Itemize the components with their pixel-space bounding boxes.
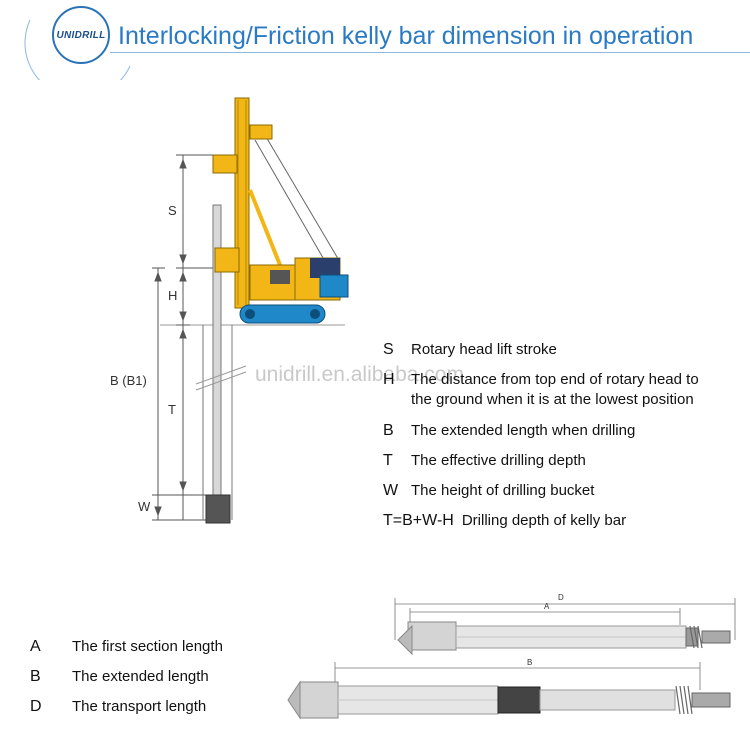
legend-text: The extended length when drilling: [411, 422, 636, 439]
rig-crawler: [239, 304, 326, 324]
unidrill-logo: UNIDRILL: [52, 6, 110, 64]
rig-body: [249, 257, 349, 301]
rig-dimension-lines: [152, 154, 230, 521]
legend-text: The height of drilling bucket: [411, 482, 595, 499]
legend-key: T: [383, 452, 393, 469]
upper-bar-dimensions: [394, 598, 736, 640]
watermark: unidrill.en.alibaba.com: [255, 363, 464, 386]
legend-key: W: [383, 482, 399, 499]
legend-key: S: [383, 341, 394, 358]
upper-kelly-bar: [397, 621, 731, 656]
legend-key: B: [383, 422, 394, 439]
dim-label-t: T: [168, 402, 176, 417]
lower-kelly-bar: [287, 680, 731, 720]
kelly-bar-underground: [195, 204, 247, 524]
kelly-legend-key: A: [30, 638, 41, 655]
logo-text: UNIDRILL: [56, 29, 106, 41]
kelly-legend-item-d: D The transport length: [30, 698, 206, 716]
kelly-dim-label-b: B: [527, 658, 533, 667]
legend-item-t: T The effective drilling depth: [383, 451, 586, 471]
dim-label-s: S: [168, 203, 177, 218]
legend-item-formula: T=B+W-H Drilling depth of kelly bar: [383, 511, 626, 531]
kelly-legend-text: The first section length: [72, 638, 223, 655]
kelly-legend-item-b: B The extended length: [30, 668, 209, 686]
page-header: UNIDRILL Interlocking/Friction kelly bar…: [0, 0, 750, 80]
legend-text: Drilling depth of kelly bar: [461, 512, 627, 529]
dim-label-b: B (B1): [110, 373, 147, 388]
header-decoration: [24, 19, 131, 80]
dim-label-h: H: [168, 288, 178, 303]
kelly-legend-key: B: [30, 668, 41, 685]
kelly-dim-label-a: A: [544, 602, 550, 611]
header-underline: [110, 52, 750, 53]
kelly-legend-text: The transport length: [72, 698, 207, 715]
legend-text-line2: the ground when it is at the lowest posi…: [411, 391, 694, 408]
legend-text: Rotary head lift stroke: [411, 341, 557, 358]
legend-item-s: S Rotary head lift stroke: [383, 340, 557, 360]
kelly-dim-label-d: D: [558, 593, 564, 602]
legend-key: H: [383, 371, 395, 388]
legend-key: T=B+W-H: [383, 512, 454, 529]
legend-text-block: The distance from top end of rotary head…: [411, 370, 699, 410]
kelly-legend-key: D: [30, 698, 42, 715]
rig-mast: [212, 97, 341, 309]
legend-text: The distance from top end of rotary head…: [411, 371, 699, 388]
kelly-legend-text: The extended length: [72, 668, 209, 685]
dim-label-w: W: [138, 499, 151, 514]
legend-item-w: W The height of drilling bucket: [383, 481, 594, 501]
legend-text: The effective drilling depth: [411, 452, 586, 469]
kelly-legend-item-a: A The first section length: [30, 638, 223, 656]
legend-item-b: B The extended length when drilling: [383, 421, 635, 441]
legend-item-h: H The distance from top end of rotary hea…: [383, 370, 699, 410]
page-title: Interlocking/Friction kelly bar dimensio…: [118, 22, 694, 50]
